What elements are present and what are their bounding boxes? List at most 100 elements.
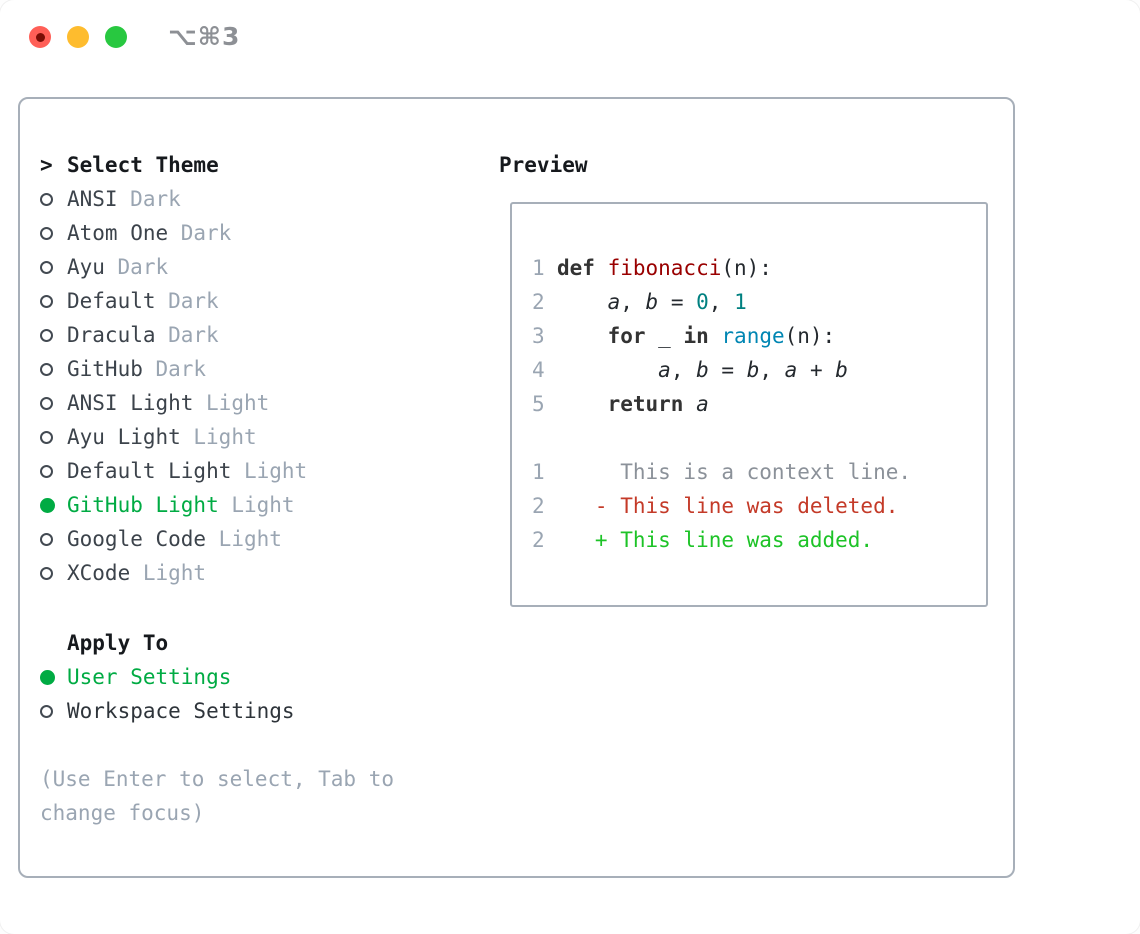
- theme-option-default[interactable]: Default Dark: [40, 284, 490, 318]
- theme-option-label: Dracula: [67, 323, 156, 347]
- token-number: 1: [734, 290, 747, 314]
- radio-icon: [40, 328, 67, 342]
- token-title: fibonacci: [607, 256, 722, 280]
- traffic-lights: [29, 26, 127, 48]
- theme-variant-label: Dark: [117, 255, 169, 279]
- theme-variant-label: Dark: [180, 221, 232, 245]
- code-text: a, b = b, a + b: [557, 353, 848, 387]
- window-title: ⌥⌘3: [168, 22, 241, 51]
- theme-variant-label: Light: [142, 561, 207, 585]
- theme-option-ayu[interactable]: Ayu Dark: [40, 250, 490, 284]
- theme-variant-label: Dark: [168, 323, 219, 347]
- line-number: 4: [532, 358, 545, 382]
- token-plain: [557, 290, 608, 314]
- line-number: 1: [532, 256, 545, 280]
- line-number: 1: [532, 460, 545, 484]
- theme-variant-label: Dark: [168, 289, 219, 313]
- theme-variant-label: Light: [193, 425, 257, 449]
- radio-icon: [40, 362, 67, 376]
- cursor-marker: >: [40, 153, 67, 177]
- token-keyword: return: [607, 392, 684, 416]
- apply-option-workspace-settings[interactable]: Workspace Settings: [40, 694, 490, 728]
- zoom-button[interactable]: [105, 26, 127, 48]
- token-variable: a: [607, 290, 621, 314]
- radio-icon: [40, 294, 67, 308]
- token-variable: b: [746, 358, 760, 382]
- theme-option-label: GitHub Light: [67, 493, 219, 517]
- theme-option-xcode[interactable]: XCode Light: [40, 556, 490, 590]
- apply-option-label: User Settings: [67, 665, 232, 689]
- token-keyword: in: [683, 324, 709, 348]
- code-text: def fibonacci(n):: [557, 251, 772, 285]
- code-text: This is a context line.: [557, 455, 911, 489]
- theme-option-label: Default Light: [67, 459, 232, 483]
- theme-option-label: XCode: [67, 561, 131, 585]
- radio-icon: [40, 430, 67, 444]
- close-button[interactable]: [29, 26, 51, 48]
- theme-option-label: Default: [67, 289, 156, 313]
- line-number: 2: [532, 290, 545, 314]
- theme-variant-label: Light: [206, 391, 270, 415]
- radio-icon: [40, 226, 67, 240]
- token-keyword: for: [607, 324, 646, 348]
- code-line: 1 This is a context line.: [532, 455, 986, 489]
- code-text: + This line was added.: [557, 523, 873, 557]
- code-line: 3 for _ in range(n):: [532, 319, 986, 353]
- token-plain: [557, 392, 608, 416]
- theme-variant-label: Dark: [130, 187, 181, 211]
- theme-variant-label: Dark: [155, 357, 207, 381]
- token-variable: a: [658, 358, 671, 382]
- theme-option-label: Ayu: [67, 255, 105, 279]
- code-text: a, b = 0, 1: [557, 285, 747, 319]
- preview-heading: Preview: [499, 153, 588, 177]
- radio-icon: [40, 532, 67, 546]
- code-line: 2 + This line was added.: [532, 523, 986, 557]
- token-plain: [557, 324, 608, 348]
- theme-option-ansi[interactable]: ANSI Dark: [40, 182, 490, 216]
- cursor-icon: >: [40, 153, 53, 177]
- code-text: for _ in range(n):: [557, 319, 836, 353]
- token-plain: [709, 324, 722, 348]
- code-line: 2 a, b = 0, 1: [532, 285, 986, 319]
- apply-option-user-settings[interactable]: User Settings: [40, 660, 490, 694]
- theme-option-label: ANSI Light: [67, 391, 194, 415]
- token-variable: b: [835, 358, 848, 382]
- token-variable: a: [696, 392, 709, 416]
- radio-icon: [40, 192, 67, 206]
- line-number: 2: [532, 494, 545, 518]
- line-number: 2: [532, 528, 545, 552]
- radio-icon: [40, 260, 67, 274]
- token-variable: b: [645, 290, 659, 314]
- token-keyword: def: [557, 256, 608, 280]
- token-addition: + This line was added.: [557, 528, 874, 552]
- apply-option-label: Workspace Settings: [67, 699, 295, 723]
- hint-text: (Use Enter to select, Tab to change focu…: [40, 767, 395, 825]
- theme-option-dracula[interactable]: Dracula Dark: [40, 318, 490, 352]
- radio-icon: [40, 566, 67, 580]
- token-variable: a: [784, 358, 798, 382]
- token-number: 0: [696, 290, 709, 314]
- minimize-button[interactable]: [67, 26, 89, 48]
- code-line: [532, 421, 986, 455]
- line-number: 5: [532, 392, 545, 416]
- code-line: 1 def fibonacci(n):: [532, 251, 986, 285]
- theme-variant-label: Light: [218, 527, 282, 551]
- token-plain: _: [645, 324, 684, 348]
- selected-radio-icon: [40, 669, 67, 685]
- theme-option-ansi-light[interactable]: ANSI Light Light: [40, 386, 490, 420]
- theme-option-label: ANSI: [67, 187, 118, 211]
- radio-icon: [40, 704, 67, 718]
- token-plain: ,: [670, 358, 697, 382]
- token-plain: ,: [620, 290, 646, 314]
